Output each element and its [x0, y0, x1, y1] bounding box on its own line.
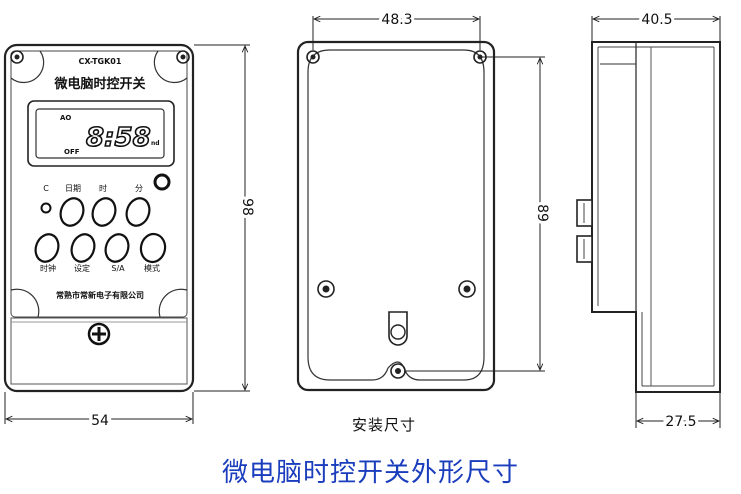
date-button — [59, 197, 85, 227]
front-product-name: 微电脑时控开关 — [53, 76, 145, 92]
top-dimension-value: 48.3 — [381, 12, 412, 28]
mount-hole-icon — [306, 50, 320, 64]
company-name: 常熟市常新电子有限公司 — [56, 290, 144, 300]
lcd-auto-indicator: AO — [60, 114, 71, 122]
set-button — [70, 233, 96, 263]
side-view: 40.5 27.5 — [576, 9, 721, 433]
status-led-icon — [153, 173, 171, 191]
reset-button — [40, 202, 52, 214]
button-label-date: 日期 — [65, 184, 81, 193]
front-inner-frame — [10, 50, 188, 318]
button-label-c: C — [43, 184, 49, 193]
back-outer-frame — [296, 40, 496, 392]
side-dimension-value: 89 — [534, 204, 550, 222]
side-bottom-dimension-value: 27.5 — [665, 414, 696, 430]
lcd-time-digits: 8:58 — [86, 123, 151, 153]
mount-hole-icon — [458, 280, 476, 298]
figure-caption: 微电脑时控开关外形尺寸 — [221, 458, 519, 488]
sa-button — [104, 233, 130, 263]
button-label-clock: 时钟 — [40, 263, 56, 273]
front-view: CX-TGK01 微电脑时控开关 AO 8:58 OFF nd C 日期 时 分… — [3, 43, 258, 432]
mode-button — [139, 232, 167, 264]
mount-hole-icon — [317, 280, 335, 298]
side-body-outline — [591, 41, 721, 393]
clock-button — [34, 233, 60, 263]
lcd-inner — [35, 108, 165, 159]
hour-button — [91, 197, 117, 227]
corner-hole-icon — [10, 50, 24, 64]
button-label-mode: 模式 — [144, 263, 160, 273]
button-label-set: 设定 — [74, 263, 90, 273]
button-label-minute: 分 — [135, 184, 143, 193]
width-dimension-value: 54 — [91, 413, 109, 429]
minute-button — [125, 197, 151, 227]
installation-dimensions-label: 安装尺寸 — [352, 416, 417, 434]
lcd-off-indicator: OFF — [64, 148, 80, 156]
lcd-suffix: nd — [151, 140, 160, 147]
height-dimension-value: 98 — [239, 198, 255, 216]
side-top-dimension-value: 40.5 — [641, 12, 672, 28]
keyhole-slot-icon — [388, 311, 408, 346]
button-label-sa: S/A — [111, 264, 125, 273]
screw-icon — [87, 322, 111, 346]
terminal-cover — [10, 317, 188, 385]
front-model-label: CX-TGK01 — [79, 57, 122, 66]
corner-hole-icon — [176, 50, 190, 64]
button-label-hour: 时 — [99, 183, 107, 193]
back-view: 48.3 89 — [296, 9, 553, 392]
